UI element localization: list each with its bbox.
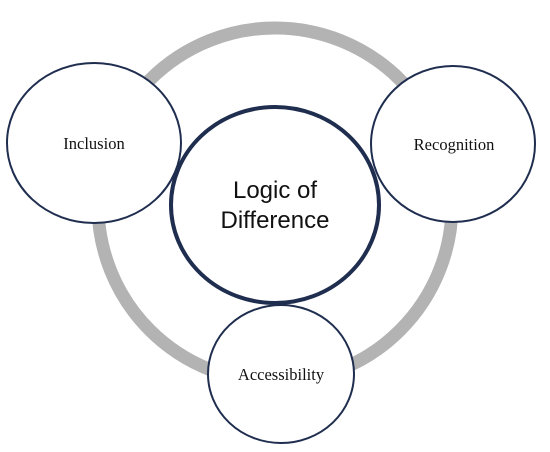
- node-recognition: Recognition: [370, 65, 536, 223]
- center-node: Logic of Difference: [169, 105, 381, 305]
- node-inclusion: Inclusion: [6, 62, 182, 224]
- node-inclusion-circle: [6, 62, 182, 224]
- node-inclusion-label: Inclusion: [63, 134, 124, 153]
- node-recognition-circle: [370, 65, 536, 223]
- center-label-line2: Difference: [221, 207, 330, 234]
- center-circle: [169, 105, 381, 305]
- node-accessibility-circle: [207, 304, 355, 444]
- node-accessibility-label: Accessibility: [238, 365, 325, 384]
- node-accessibility: Accessibility: [207, 304, 355, 444]
- node-recognition-label: Recognition: [414, 135, 495, 154]
- center-label-line1: Logic of: [233, 177, 317, 204]
